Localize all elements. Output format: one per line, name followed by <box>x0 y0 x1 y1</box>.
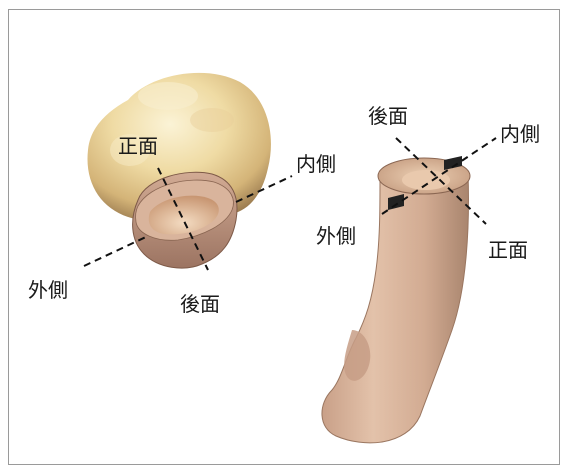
label-right-medial: 内側 <box>500 124 540 144</box>
bone-shaft <box>322 172 469 443</box>
label-left-lateral: 外側 <box>28 280 68 300</box>
humeral-shaft-figure <box>322 156 470 443</box>
label-right-lateral: 外側 <box>316 226 356 246</box>
humeral-head-figure <box>87 73 270 268</box>
label-right-posterior: 後面 <box>368 106 408 126</box>
label-right-front: 正面 <box>488 240 528 260</box>
label-left-medial: 内側 <box>296 154 336 174</box>
label-left-front: 正面 <box>118 136 158 156</box>
label-left-posterior: 後面 <box>180 294 220 314</box>
